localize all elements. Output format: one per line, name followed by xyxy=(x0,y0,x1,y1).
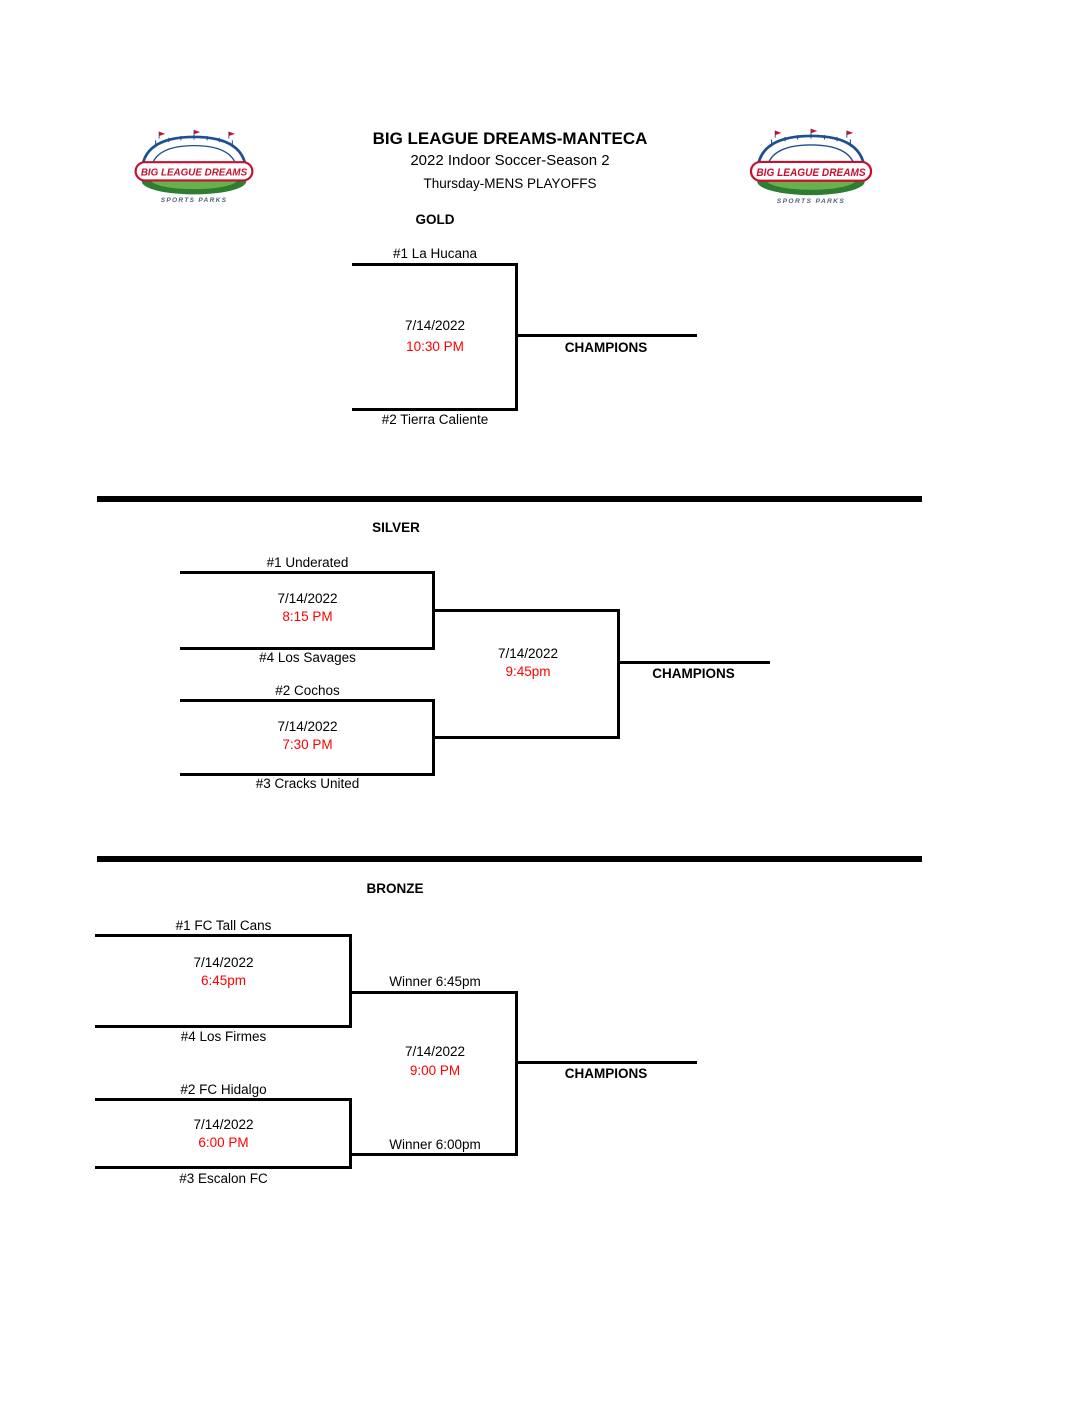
bronze-champions-label: CHAMPIONS xyxy=(564,1066,648,1081)
silver-match1-line-bottom xyxy=(180,647,435,650)
big-league-dreams-logo-right: BIG LEAGUE DREAMS SPORTS PARKS xyxy=(749,128,873,205)
bronze-match1-connector xyxy=(349,991,518,994)
big-league-dreams-logo-left: BIG LEAGUE DREAMS SPORTS PARKS xyxy=(134,129,254,204)
bronze-match1-line-bottom xyxy=(95,1025,352,1028)
logo-wordmark: BIG LEAGUE DREAMS xyxy=(141,168,247,179)
bronze-match2-connector xyxy=(349,1153,518,1156)
bronze-final-line-vertical xyxy=(515,991,518,1156)
silver-final-time: 9:45pm xyxy=(505,664,551,679)
logo-subtext: SPORTS PARKS xyxy=(161,197,228,204)
bronze-section-label: BRONZE xyxy=(366,881,424,896)
silver-match2-team-top: #2 Cochos xyxy=(275,683,340,698)
silver-final-date: 7/14/2022 xyxy=(497,646,559,661)
bronze-champions-line xyxy=(515,1061,697,1064)
bronze-match1-line-top xyxy=(95,934,352,937)
stadium-inner-arc xyxy=(149,144,239,175)
gold-bracket-line-top xyxy=(352,263,518,266)
gold-team-top: #1 La Hucana xyxy=(392,246,478,261)
silver-match2-time: 7:30 PM xyxy=(282,737,333,752)
bronze-match1-line-vertical xyxy=(349,934,352,1028)
bronze-match2-line-vertical xyxy=(349,1098,352,1168)
logo-banner xyxy=(134,161,254,182)
page-division: Thursday-MENS PLAYOFFS xyxy=(423,176,597,191)
silver-champions-label: CHAMPIONS xyxy=(652,666,735,681)
gold-bracket-line-bottom xyxy=(352,408,518,411)
bronze-match2-line-bottom xyxy=(95,1166,352,1169)
bronze-match1-team-top: #1 FC Tall Cans xyxy=(175,918,272,933)
bronze-match2-winner-label: Winner 6:00pm xyxy=(389,1137,481,1152)
bronze-final-date: 7/14/2022 xyxy=(404,1044,466,1059)
logo-wordmark: BIG LEAGUE DREAMS xyxy=(756,167,866,179)
stadium-hatching xyxy=(771,134,851,147)
stadium-hatching xyxy=(155,135,233,148)
section-divider-1 xyxy=(97,496,922,502)
stadium-flags xyxy=(158,129,235,139)
bronze-match1-time: 6:45pm xyxy=(200,973,247,988)
silver-match2-line-top xyxy=(180,699,435,702)
silver-match2-line-bottom xyxy=(180,773,435,776)
silver-final-line-vertical xyxy=(617,609,620,739)
silver-match2-date: 7/14/2022 xyxy=(277,719,338,734)
gold-champions-label: CHAMPIONS xyxy=(564,340,648,355)
bronze-match2-date: 7/14/2022 xyxy=(193,1117,254,1132)
silver-match1-team-top: #1 Underated xyxy=(266,555,349,570)
silver-match2-team-bottom: #3 Cracks United xyxy=(255,776,360,791)
gold-bracket-line-vertical xyxy=(515,263,518,411)
gold-match-time: 10:30 PM xyxy=(406,339,464,354)
silver-match1-date: 7/14/2022 xyxy=(277,591,338,606)
silver-match1-line-top xyxy=(180,571,435,574)
bronze-match2-time: 6:00 PM xyxy=(198,1135,249,1150)
section-divider-2 xyxy=(97,856,922,862)
bronze-match1-date: 7/14/2022 xyxy=(193,955,254,970)
page-subtitle: 2022 Indoor Soccer-Season 2 xyxy=(410,152,610,169)
page-title: BIG LEAGUE DREAMS-MANTECA xyxy=(372,129,648,148)
silver-match1-time: 8:15 PM xyxy=(282,609,333,624)
gold-team-bottom: #2 Tierra Caliente xyxy=(381,412,489,427)
silver-match2-connector xyxy=(432,736,620,739)
silver-match1-team-bottom: #4 Los Savages xyxy=(259,650,356,665)
bronze-match1-team-bottom: #4 Los Firmes xyxy=(180,1029,267,1044)
gold-section-label: GOLD xyxy=(415,212,455,227)
bronze-match2-line-top xyxy=(95,1098,352,1101)
stadium-inner-arc xyxy=(765,144,857,175)
bronze-match2-team-bottom: #3 Escalon FC xyxy=(179,1171,268,1186)
bronze-match2-team-top: #2 FC Hidalgo xyxy=(180,1082,267,1097)
gold-champions-line xyxy=(515,334,697,337)
bronze-match1-winner-label: Winner 6:45pm xyxy=(389,974,481,989)
bronze-final-time: 9:00 PM xyxy=(409,1063,461,1078)
silver-match1-connector xyxy=(432,609,620,612)
logo-subtext: SPORTS PARKS xyxy=(777,198,845,205)
gold-match-date: 7/14/2022 xyxy=(404,318,466,333)
stadium-flags xyxy=(774,128,854,138)
silver-champions-line xyxy=(617,661,770,664)
silver-section-label: SILVER xyxy=(372,520,420,535)
logo-banner xyxy=(749,160,873,182)
